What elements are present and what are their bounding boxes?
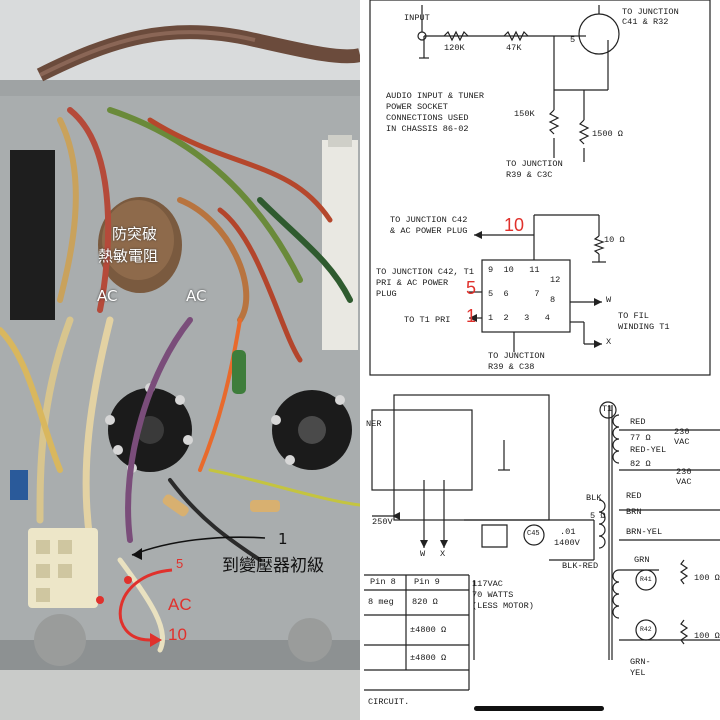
junction-c42-t1-3: PLUG	[376, 289, 397, 299]
cap-value-2: 1400V	[554, 538, 580, 548]
t1-label: T1	[602, 404, 613, 414]
socket-pin-10: 10	[168, 625, 187, 644]
c41-r32-label: C41 & R32	[622, 17, 669, 27]
ohm-77: 77 Ω	[630, 433, 651, 443]
r42-label: R42	[640, 626, 652, 633]
ohm-82: 82 Ω	[630, 459, 651, 469]
junction-c42-t1-2: PRI & AC POWER	[376, 278, 449, 288]
red-mid-label: RED	[626, 491, 642, 501]
grn-yel-1: GRN-	[630, 657, 651, 667]
ohm-100b: 100 Ω	[694, 631, 720, 641]
socket-pins-mid: 5 6 7	[488, 289, 540, 299]
w-label: W	[606, 295, 612, 305]
blk-label: BLK	[586, 493, 602, 503]
table-row2-b: ±4800 Ω	[410, 625, 447, 635]
ac-label-right: AC	[186, 287, 207, 305]
to-junction-top: TO JUNCTION	[622, 7, 679, 17]
socket-pins-bot: 1 2 3 4	[488, 313, 550, 323]
transformer-pin-number: 1	[278, 530, 288, 548]
table-row3-b: ±4800 Ω	[410, 653, 447, 663]
to-t1-pri: TO T1 PRI	[404, 315, 451, 325]
junction-r39-c38-1: TO JUNCTION	[488, 351, 545, 361]
r-120k: 120K	[444, 43, 465, 53]
thermistor-label-1: 防突破	[112, 225, 158, 243]
thermistor-label-2: 熱敏電阻	[98, 247, 159, 265]
table-row1-a: 8 meg	[368, 597, 394, 607]
circuit-label: CIRCUIT.	[368, 697, 410, 707]
pin-8: 8	[550, 295, 556, 305]
schematic-drawing	[364, 0, 720, 711]
transformer-arrow	[131, 536, 266, 556]
red-pin-1: 1	[466, 306, 477, 326]
to-fil-1: TO FIL	[618, 311, 649, 321]
ac-label-left: AC	[97, 287, 118, 305]
socket-pin-5: 5	[176, 556, 184, 571]
socket-ac-label: AC	[168, 595, 192, 614]
transformer-label: 到變壓器初級	[222, 556, 324, 576]
v250-label: 250V	[372, 517, 393, 527]
grn-label: GRN	[634, 555, 650, 565]
red-top-label: RED	[630, 417, 646, 427]
brn-yel-label: BRN-YEL	[626, 527, 663, 537]
audio-note-1: AUDIO INPUT & TUNER	[386, 91, 484, 101]
ohm-5: 5 Ω	[590, 511, 606, 521]
input-label: INPUT	[404, 13, 430, 23]
red-pin-5: 5	[466, 278, 477, 298]
chassis-photo-drawing	[0, 0, 360, 720]
x2-label: X	[440, 549, 446, 559]
junction-r39-c3c-2: R39 & C3C	[506, 170, 553, 180]
junction-r39-c3c-1: TO JUNCTION	[506, 159, 563, 169]
r-10: 10 Ω	[604, 235, 625, 245]
grn-yel-2: YEL	[630, 668, 646, 678]
vac-230a-1: 230	[674, 427, 690, 437]
table-row1-b: 820 Ω	[412, 597, 438, 607]
junction-c42-1: TO JUNCTION C42	[390, 215, 468, 225]
r-1500: 1500 Ω	[592, 129, 623, 139]
power-note-1: 117VAC	[472, 579, 503, 589]
socket-pins-top: 9 10 11	[488, 265, 540, 275]
r41-label: R41	[640, 576, 652, 583]
c45-label: C45	[527, 530, 540, 538]
w2-label: W	[420, 549, 426, 559]
ner-label: NER	[366, 419, 382, 429]
table-header-pin8: Pin 8	[370, 577, 396, 587]
x-label: X	[606, 337, 612, 347]
audio-note-3: CONNECTIONS USED	[386, 113, 469, 123]
junction-c42-2: & AC POWER PLUG	[390, 226, 468, 236]
cap-value-1: .01	[560, 527, 576, 537]
junction-c42-t1-1: TO JUNCTION C42, T1	[376, 267, 474, 277]
chassis-photo: 防突破 熱敏電阻 AC AC 1 到變壓器初級 5 AC 10	[0, 0, 360, 720]
vac-230a-2: VAC	[674, 437, 690, 447]
to-fil-2: WINDING T1	[618, 322, 670, 332]
table-header-pin9: Pin 9	[414, 577, 440, 587]
pin-5-label: 5	[570, 35, 576, 45]
audio-note-4: IN CHASSIS 86-02	[386, 124, 469, 134]
red-yel-label: RED-YEL	[630, 445, 667, 455]
junction-r39-c38-2: R39 & C38	[488, 362, 535, 372]
blk-red-label: BLK-RED	[562, 561, 599, 571]
vac-230b-1: 230	[676, 467, 692, 477]
r-150k: 150K	[514, 109, 535, 119]
audio-note-2: POWER SOCKET	[386, 102, 448, 112]
schematic-panel: INPUT TO JUNCTION C41 & R32 120K 47K 5 A…	[364, 0, 720, 720]
r-47k: 47K	[506, 43, 522, 53]
ohm-100a: 100 Ω	[694, 573, 720, 583]
brn-label: BRN	[626, 507, 642, 517]
vac-230b-2: VAC	[676, 477, 692, 487]
power-note-2: 70 WATTS	[472, 590, 514, 600]
power-note-3: (LESS MOTOR)	[472, 601, 534, 611]
red-pin-10: 10	[504, 215, 525, 235]
pin-12: 12	[550, 275, 561, 285]
ac-loop-arrow	[118, 568, 173, 642]
